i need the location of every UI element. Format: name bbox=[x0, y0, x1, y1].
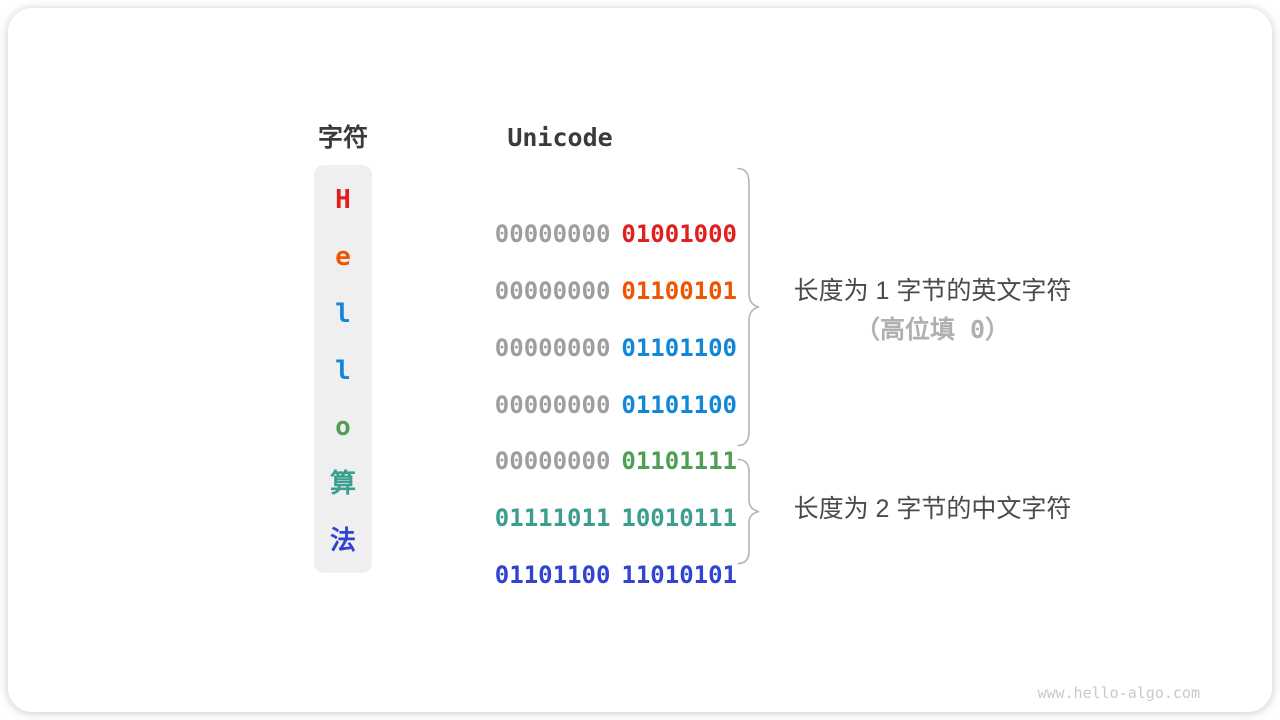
annotation-one-byte: 长度为 1 字节的英文字符 （高位填 0） bbox=[760, 276, 1105, 345]
annotation-line: 长度为 2 字节的中文字符 bbox=[793, 495, 1072, 523]
annotation-two-byte: 长度为 2 字节的中文字符 bbox=[760, 494, 1105, 524]
binary-byte-high: 00000000 bbox=[494, 220, 611, 248]
unicode-binary: 01111011 10010111 bbox=[437, 467, 737, 532]
char-cell: 法 bbox=[329, 526, 356, 556]
char-cell: l bbox=[335, 356, 351, 386]
unicode-binary: 00000000 01001000 bbox=[437, 183, 737, 248]
figure-card: 字符 Unicode H 00000000 01001000 e 00000000… bbox=[8, 8, 1272, 712]
char-cell: o bbox=[335, 412, 351, 442]
char-cell: l bbox=[335, 299, 351, 329]
unicode-binary: 00000000 01101100 bbox=[437, 354, 737, 419]
column-header-char: 字符 bbox=[317, 124, 368, 152]
binary-byte-low: 01100101 bbox=[621, 277, 737, 305]
brace-two-byte-group bbox=[737, 458, 760, 565]
unicode-binary: 01101100 11010101 bbox=[437, 524, 737, 589]
annotation-line: 长度为 1 字节的英文字符 bbox=[793, 277, 1072, 305]
binary-byte-high: 00000000 bbox=[494, 334, 611, 362]
binary-byte-high: 00000000 bbox=[494, 447, 611, 475]
unicode-binary: 00000000 01101100 bbox=[437, 297, 737, 362]
binary-byte-high: 01101100 bbox=[494, 561, 611, 589]
annotation-line-muted: （高位填 0） bbox=[854, 315, 1011, 344]
brace-one-byte-group bbox=[737, 167, 760, 447]
brace-path bbox=[737, 167, 760, 447]
binary-byte-high: 00000000 bbox=[494, 391, 611, 419]
char-cell: e bbox=[335, 242, 351, 272]
watermark-url: www.hello-algo.com bbox=[1037, 684, 1200, 702]
binary-byte-low: 01101111 bbox=[621, 447, 737, 475]
binary-byte-low: 11010101 bbox=[621, 561, 737, 589]
char-column-background bbox=[314, 165, 372, 573]
binary-byte-low: 10010111 bbox=[621, 504, 737, 532]
brace-path bbox=[737, 458, 760, 565]
column-header-unicode: Unicode bbox=[507, 123, 613, 152]
char-cell: 算 bbox=[329, 469, 356, 499]
unicode-binary: 00000000 01101111 bbox=[437, 410, 737, 475]
binary-byte-high: 00000000 bbox=[494, 277, 611, 305]
binary-byte-low: 01101100 bbox=[621, 391, 737, 419]
binary-byte-low: 01001000 bbox=[621, 220, 737, 248]
binary-byte-low: 01101100 bbox=[621, 334, 737, 362]
char-cell: H bbox=[335, 185, 351, 215]
unicode-binary: 00000000 01100101 bbox=[437, 240, 737, 305]
binary-byte-high: 01111011 bbox=[494, 504, 611, 532]
